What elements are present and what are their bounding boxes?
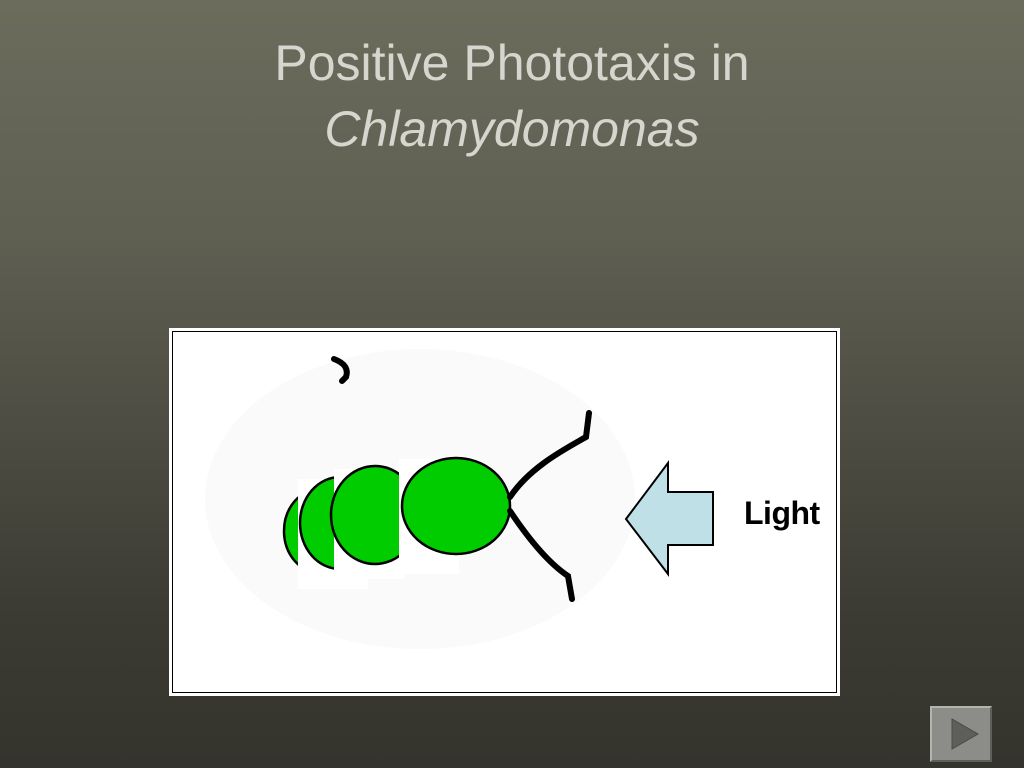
slide-title: Positive Phototaxis in Chlamydomonas bbox=[0, 30, 1024, 162]
title-line-2: Chlamydomonas bbox=[324, 101, 700, 157]
light-direction-arrow-icon bbox=[624, 460, 714, 577]
phototaxis-diagram bbox=[205, 349, 714, 649]
phototaxis-figure: Light bbox=[169, 328, 840, 696]
next-slide-button[interactable] bbox=[930, 706, 992, 762]
flagellum-upper bbox=[507, 410, 592, 500]
title-line-1: Positive Phototaxis in bbox=[274, 35, 750, 91]
play-triangle-icon bbox=[951, 718, 980, 750]
flagellum-lower bbox=[507, 508, 575, 602]
chlamydomonas-cell bbox=[400, 456, 512, 556]
light-label: Light bbox=[744, 495, 820, 531]
flagellum-fragment bbox=[331, 356, 350, 384]
figure-border bbox=[172, 331, 837, 693]
